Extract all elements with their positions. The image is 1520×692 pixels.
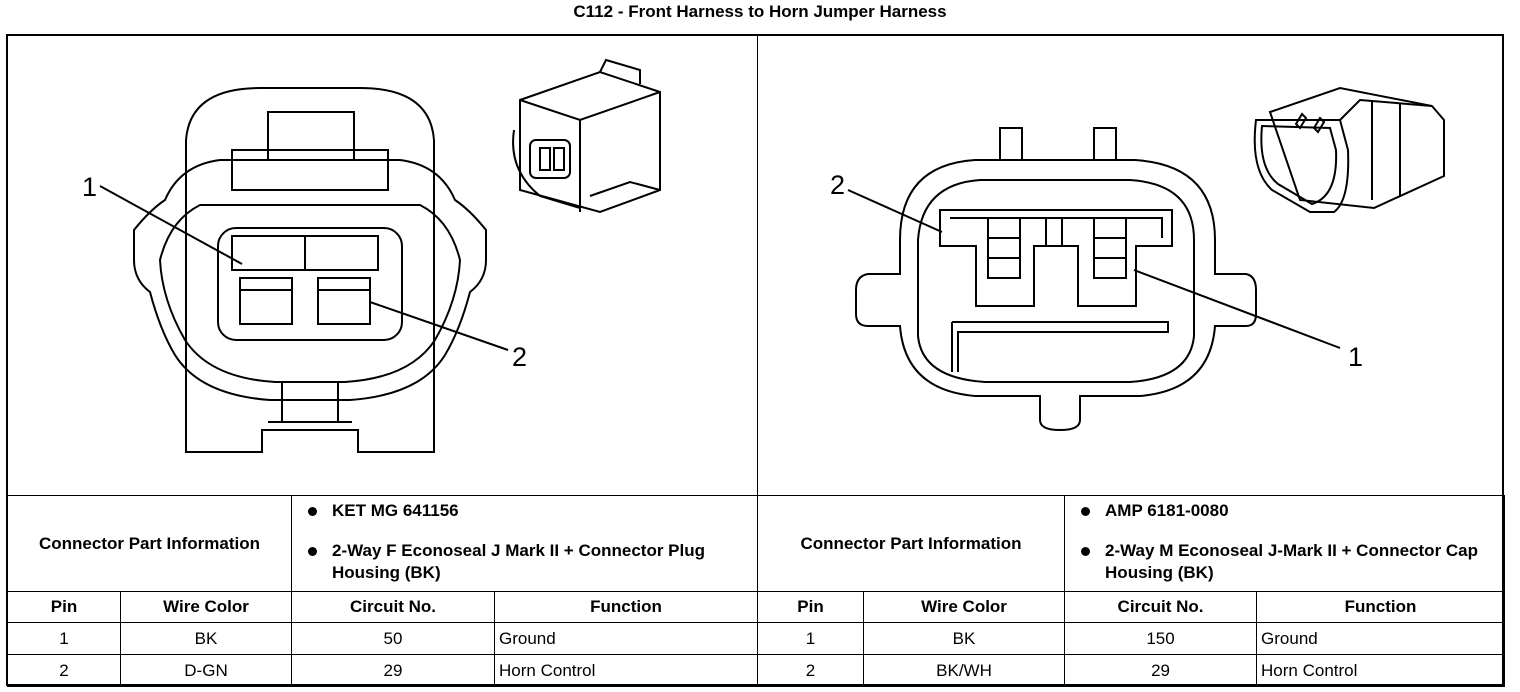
pin-cell: 2: [7, 654, 121, 687]
table-row: 1 BK 50 Ground 1 BK 150 Ground: [7, 622, 1506, 655]
part-info-row: Connector Part Information KET MG 641156…: [6, 495, 1506, 592]
part-description: 2-Way M Econoseal J-Mark II + Connector …: [1079, 540, 1496, 584]
part-info-cell: KET MG 641156 2-Way F Econoseal J Mark I…: [291, 495, 759, 592]
connector-part-info-label: Connector Part Information: [6, 495, 293, 592]
circuit-cell: 50: [291, 622, 496, 655]
function-cell: Horn Control: [494, 654, 759, 687]
connector-table: Connector Part Information KET MG 641156…: [6, 495, 1506, 687]
part-description: 2-Way F Econoseal J Mark II + Connector …: [306, 540, 749, 584]
connector-part-info-label: Connector Part Information: [757, 495, 1066, 592]
female-connector-face: [99, 87, 509, 453]
table-row: 2 D-GN 29 Horn Control 2 BK/WH 29 Horn C…: [7, 654, 1506, 687]
female-connector-isometric: [512, 58, 661, 214]
callout-pin-1: 1: [82, 172, 97, 202]
column-header-pin: Pin: [757, 591, 865, 623]
part-number: KET MG 641156: [306, 500, 749, 522]
column-header-function: Function: [1256, 591, 1506, 623]
function-cell: Horn Control: [1256, 654, 1506, 687]
function-cell: Ground: [1256, 622, 1506, 655]
wire-color-cell: BK/WH: [863, 654, 1066, 687]
circuit-cell: 29: [291, 654, 496, 687]
circuit-cell: 29: [1064, 654, 1258, 687]
wire-color-cell: D-GN: [119, 654, 293, 687]
column-header-function: Function: [494, 591, 759, 623]
male-connector-face: [847, 127, 1341, 432]
part-info-cell: AMP 6181-0080 2-Way M Econoseal J-Mark I…: [1064, 495, 1506, 592]
circuit-cell: 150: [1064, 622, 1258, 655]
male-connector-isometric: [1253, 86, 1445, 213]
function-cell: Ground: [494, 622, 759, 655]
part-number: AMP 6181-0080: [1079, 500, 1496, 522]
diagram-title: C112 - Front Harness to Horn Jumper Harn…: [573, 2, 947, 21]
column-header-circuit-no: Circuit No.: [1064, 591, 1258, 623]
column-header-circuit-no: Circuit No.: [291, 591, 496, 623]
column-header-wire-color: Wire Color: [863, 591, 1066, 623]
center-divider: [757, 34, 758, 496]
callout-pin-1: 1: [1348, 342, 1363, 372]
column-header-pin: Pin: [7, 591, 121, 623]
pin-cell: 1: [7, 622, 121, 655]
wire-color-cell: BK: [863, 622, 1066, 655]
pin-cell: 2: [757, 654, 865, 687]
wire-color-cell: BK: [119, 622, 293, 655]
table-header-row: Pin Wire Color Circuit No. Function Pin …: [7, 591, 1506, 623]
callout-pin-2: 2: [512, 342, 527, 372]
callout-pin-2: 2: [830, 170, 845, 200]
connector-drawings: 1 2 2 1: [82, 58, 1445, 453]
column-header-wire-color: Wire Color: [119, 591, 293, 623]
pin-cell: 1: [757, 622, 865, 655]
